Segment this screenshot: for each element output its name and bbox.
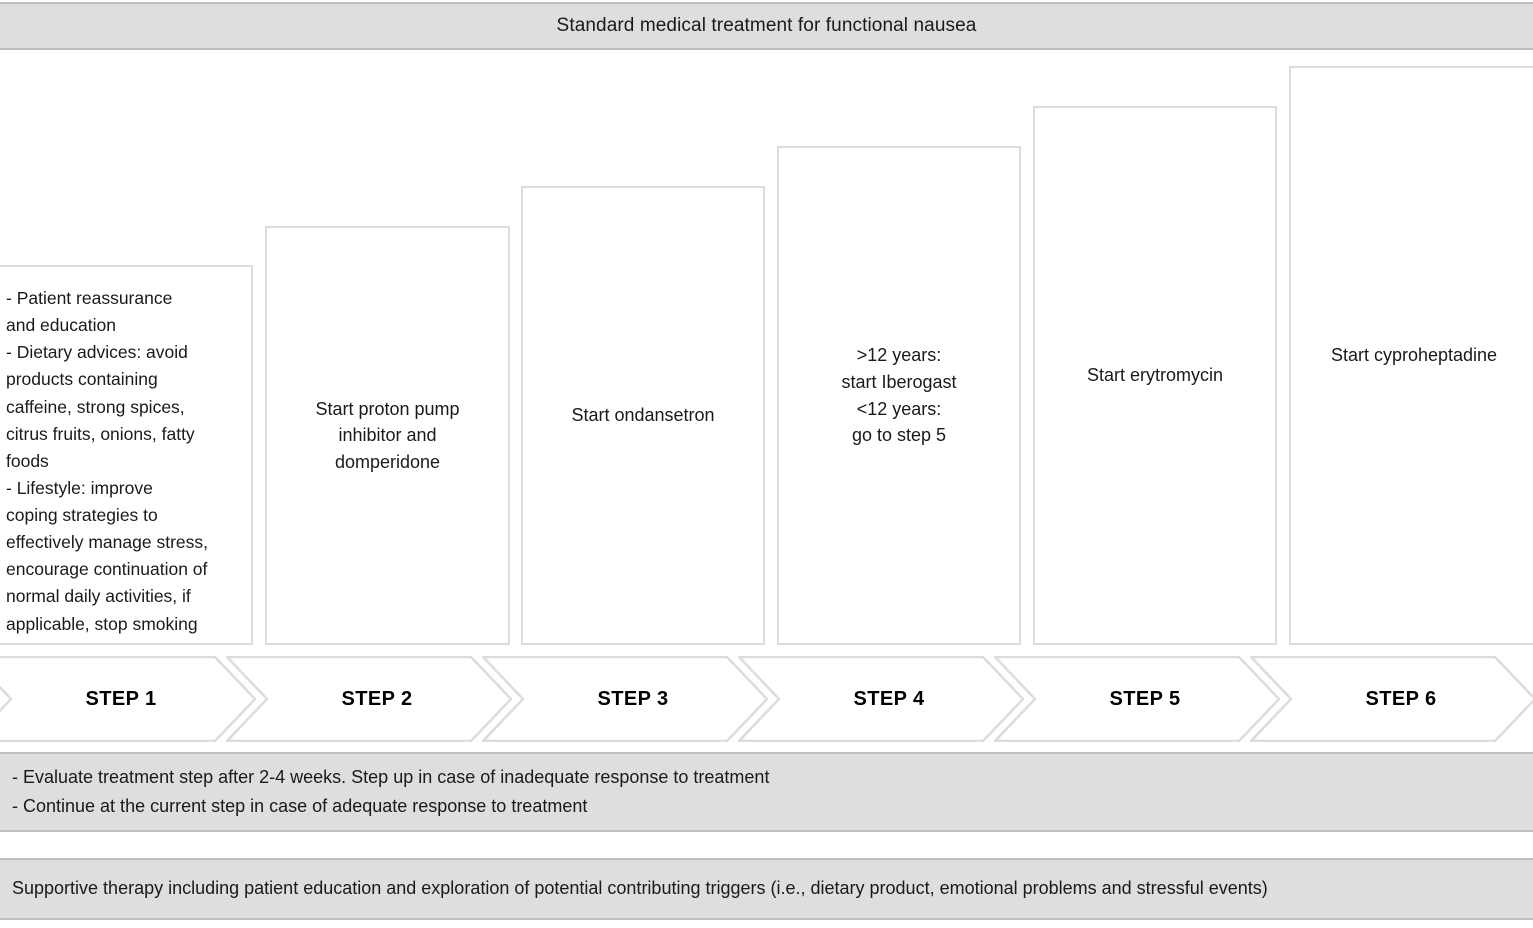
chevron-shape-icon xyxy=(1250,656,1533,742)
step-chevron-band: STEP 1 STEP 2 STEP 3 STEP 4 STEP 5 xyxy=(0,656,1533,742)
supportive-therapy-text: Supportive therapy including patient edu… xyxy=(12,878,1268,899)
step-chevron-6-label: STEP 6 xyxy=(1365,687,1437,710)
step-box-5-text: Start erytromycin xyxy=(1086,365,1224,386)
step-box-1-text: - Patient reassurance and education - Di… xyxy=(6,288,208,634)
step-box-4: >12 years: start Iberogast <12 years: go… xyxy=(777,146,1021,645)
step-box-6-text: Start cyproheptadine xyxy=(1330,345,1498,366)
step-chevron-4-label: STEP 4 xyxy=(853,687,925,710)
step-box-1: - Patient reassurance and education - Di… xyxy=(0,265,253,645)
step-boxes-layer: - Patient reassurance and education - Di… xyxy=(0,66,1533,645)
step-chevron-2[interactable]: STEP 2 xyxy=(226,656,512,742)
chevron-shape-icon xyxy=(738,656,1024,742)
step-chevron-3[interactable]: STEP 3 xyxy=(482,656,768,742)
step-chevron-4[interactable]: STEP 4 xyxy=(738,656,1024,742)
chevron-shape-icon xyxy=(482,656,768,742)
step-chevron-6[interactable]: STEP 6 xyxy=(1250,656,1533,742)
supportive-therapy-panel: Supportive therapy including patient edu… xyxy=(0,858,1533,920)
step-box-3-text: Start ondansetron xyxy=(571,405,715,426)
step-box-3: Start ondansetron xyxy=(521,186,765,645)
diagram-title-banner: Standard medical treatment for functiona… xyxy=(0,2,1533,50)
evaluation-line-1: - Evaluate treatment step after 2-4 week… xyxy=(12,766,770,787)
step-box-2: Start proton pump inhibitor and domperid… xyxy=(265,226,510,645)
step-chevron-3-label: STEP 3 xyxy=(597,687,669,710)
step-chevron-1-label: STEP 1 xyxy=(85,687,157,710)
step-box-2-text: Start proton pump inhibitor and domperid… xyxy=(315,398,460,472)
chevron-shape-icon xyxy=(994,656,1280,742)
step-box-5: Start erytromycin xyxy=(1033,106,1277,645)
step-box-4-text: >12 years: start Iberogast <12 years: go… xyxy=(841,345,957,446)
step-chevron-5[interactable]: STEP 5 xyxy=(994,656,1280,742)
chevron-shape-icon xyxy=(226,656,512,742)
evaluation-note-panel: - Evaluate treatment step after 2-4 week… xyxy=(0,752,1533,832)
step-chevron-2-label: STEP 2 xyxy=(341,687,413,710)
step-chevron-1[interactable]: STEP 1 xyxy=(0,656,256,742)
step-box-6: Start cyproheptadine xyxy=(1289,66,1533,645)
chevron-shape-icon xyxy=(0,656,256,742)
diagram-title: Standard medical treatment for functiona… xyxy=(556,15,977,36)
evaluation-line-2: - Continue at the current step in case o… xyxy=(12,796,588,816)
step-chevron-5-label: STEP 5 xyxy=(1109,687,1181,710)
